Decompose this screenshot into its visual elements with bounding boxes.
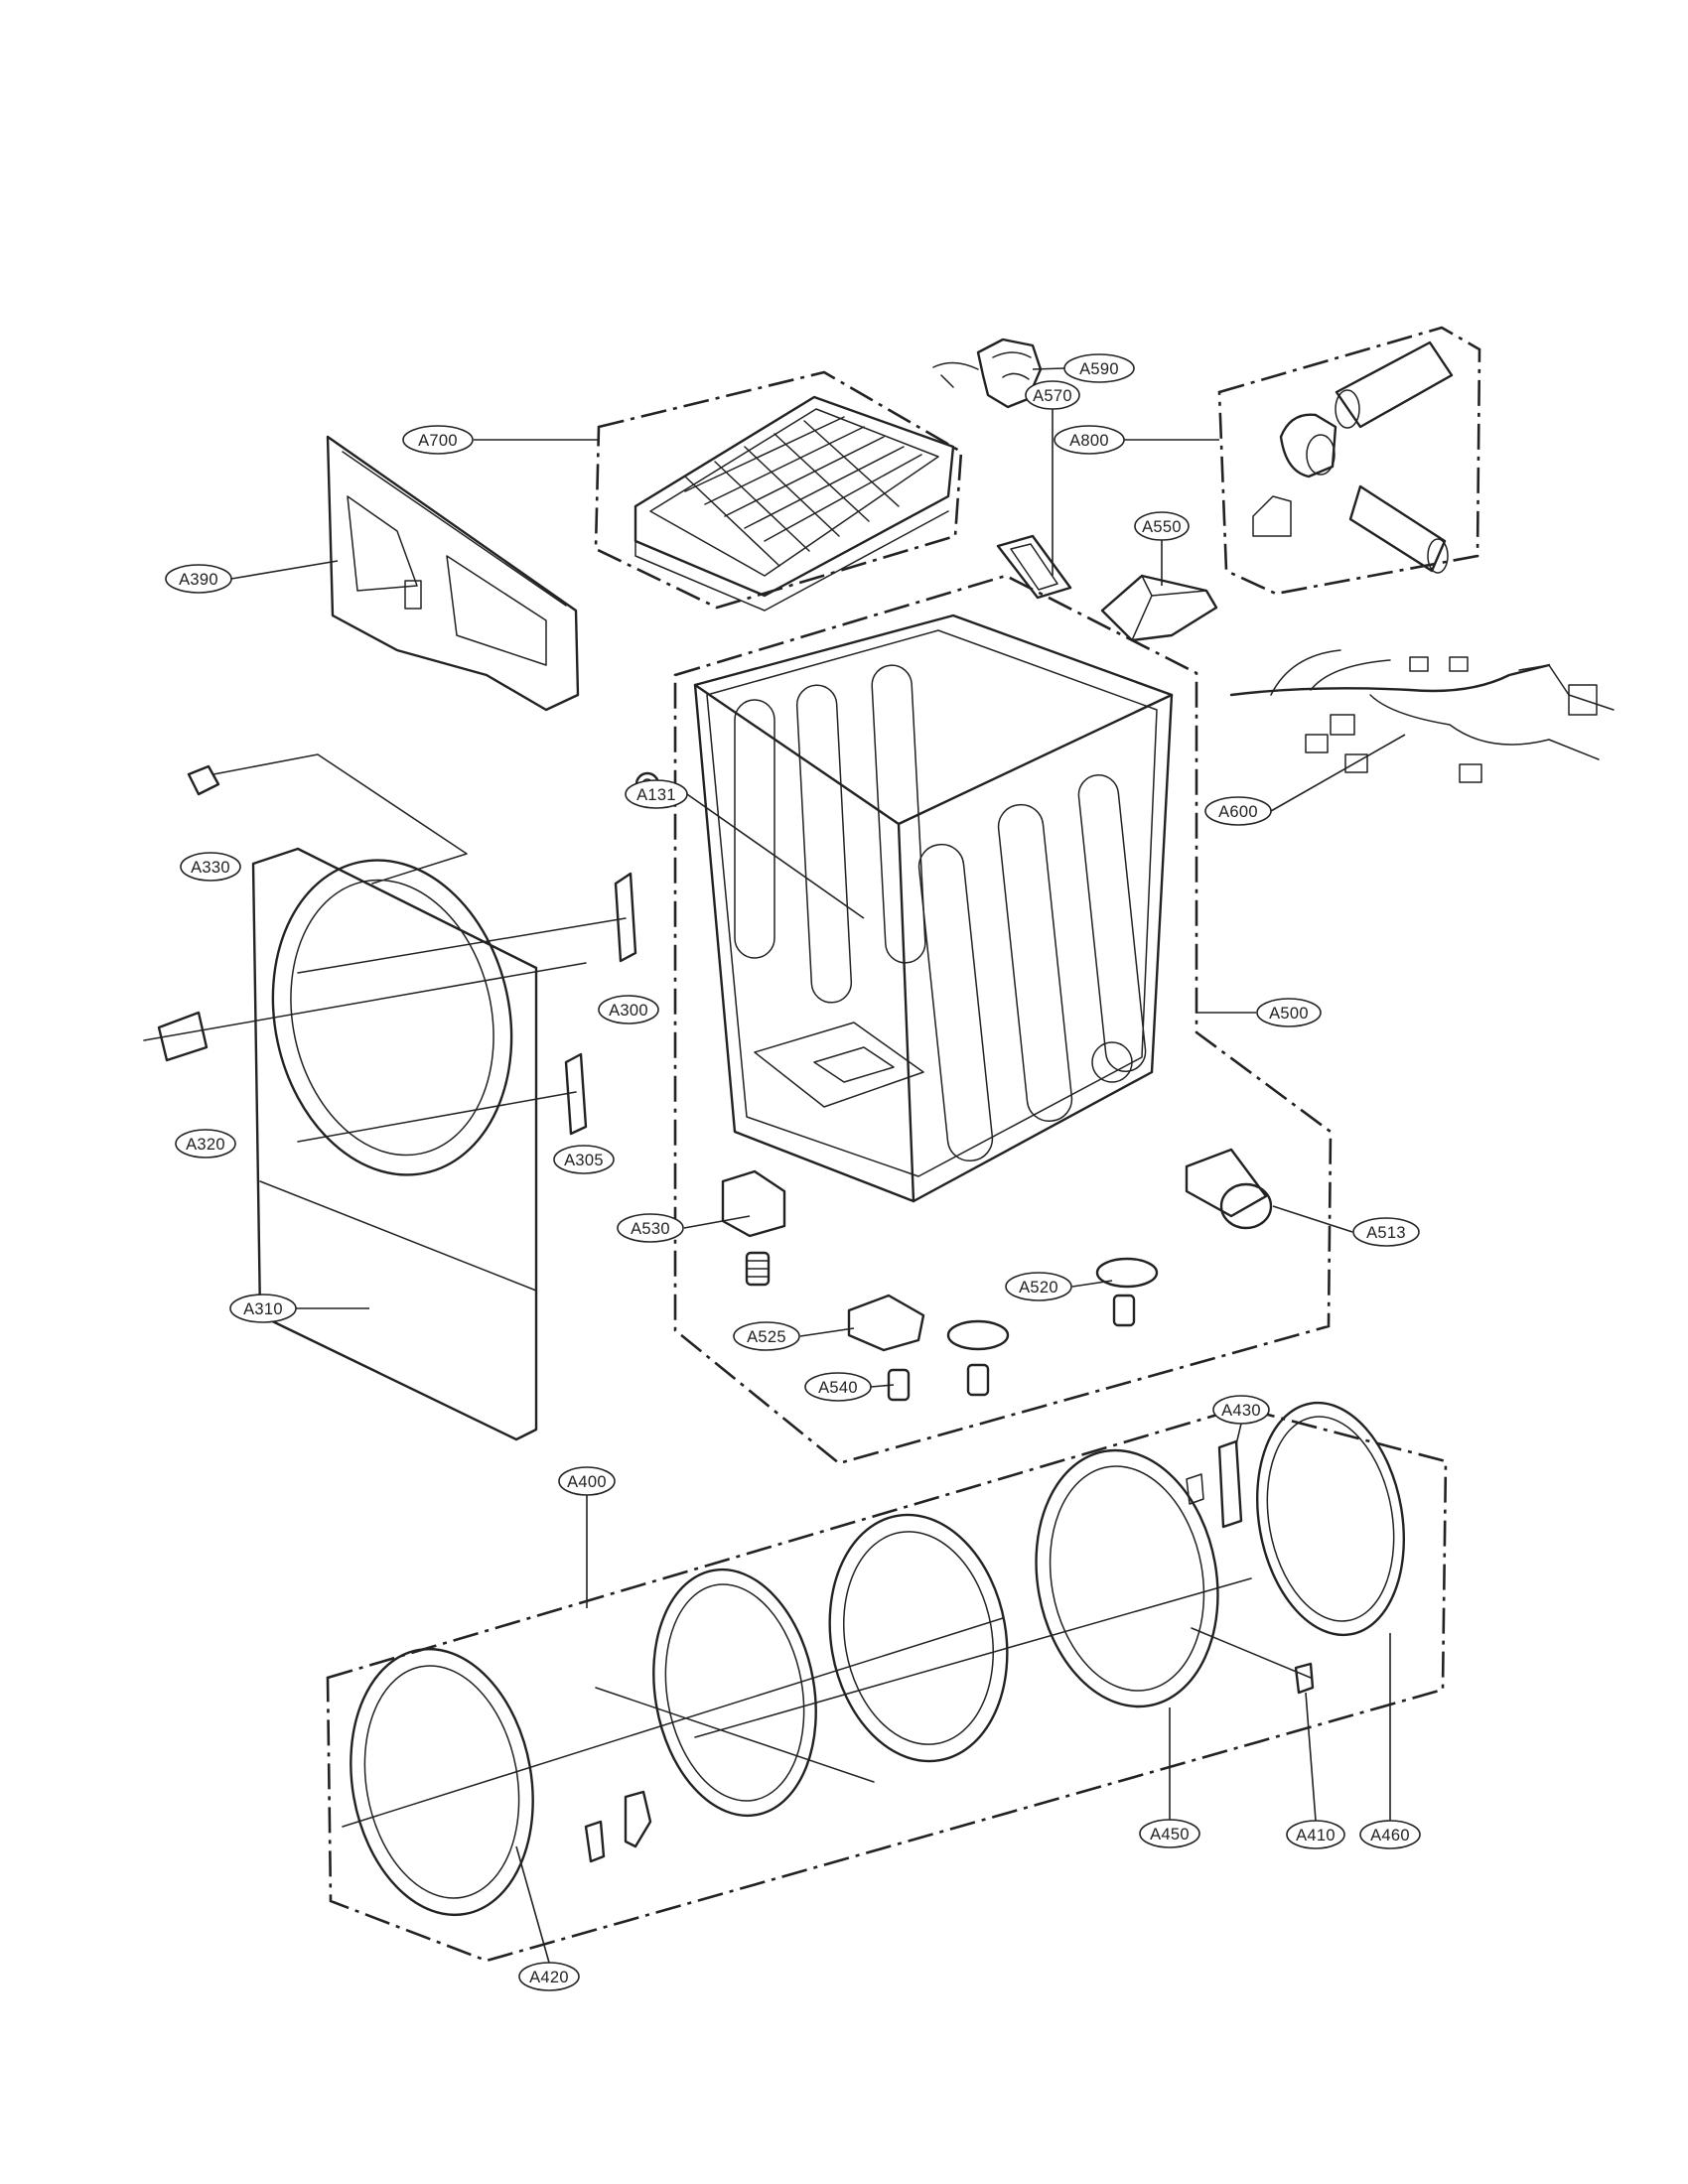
callout-A600[interactable]: A600 (1204, 796, 1272, 826)
switch-part (187, 764, 220, 796)
door-outer-frame-part (350, 1647, 534, 1917)
panel-alignment-lines (143, 753, 627, 1143)
door-glass-part (652, 1568, 817, 1818)
sensor-part (932, 338, 1043, 409)
center-bracket-part (847, 1294, 925, 1352)
duct-kit-part (1252, 341, 1454, 574)
callout-A500[interactable]: A500 (1256, 998, 1322, 1027)
callout-A540[interactable]: A540 (804, 1372, 872, 1402)
callout-A600-text: A600 (1218, 803, 1258, 821)
callout-A590[interactable]: A590 (1063, 353, 1135, 383)
duct-kit-group-boundary (1217, 326, 1481, 596)
callout-A410[interactable]: A410 (1286, 1820, 1345, 1849)
callout-A310[interactable]: A310 (229, 1294, 297, 1323)
callout-A131-text: A131 (636, 786, 676, 804)
callout-A525-text: A525 (747, 1328, 786, 1346)
callout-A305-text: A305 (564, 1152, 604, 1169)
callout-A520-text: A520 (1019, 1279, 1058, 1297)
callout-A400-text: A400 (567, 1473, 607, 1491)
callout-A550[interactable]: A550 (1134, 511, 1190, 541)
callout-A800[interactable]: A800 (1054, 425, 1125, 455)
callout-A320[interactable]: A320 (175, 1129, 236, 1159)
callout-A300-text: A300 (609, 1002, 648, 1020)
door-inner-ring-part (828, 1513, 1009, 1763)
leveling-foot-part-2 (887, 1294, 1136, 1402)
callout-A460[interactable]: A460 (1359, 1820, 1421, 1849)
front-panel-part (251, 847, 538, 1441)
callout-A520[interactable]: A520 (1005, 1272, 1072, 1301)
control-panel-bracket-part (326, 435, 580, 712)
cabinet-group-boundary (673, 574, 1333, 1465)
door-alignment-lines (342, 1577, 1312, 1828)
callout-A570-text: A570 (1033, 387, 1072, 405)
callout-A540-text: A540 (818, 1379, 858, 1397)
callout-A300[interactable]: A300 (598, 995, 659, 1024)
door-latch-part (1294, 1662, 1315, 1695)
callout-A530-text: A530 (631, 1220, 670, 1238)
callout-A700[interactable]: A700 (402, 425, 474, 455)
door-hinge-part (1186, 1439, 1243, 1529)
callout-A570[interactable]: A570 (1025, 380, 1080, 410)
callout-A310-text: A310 (243, 1300, 283, 1318)
front-bracket-part (721, 1169, 786, 1238)
callout-A530[interactable]: A530 (617, 1213, 684, 1243)
callout-A500-text: A500 (1269, 1005, 1309, 1023)
foot-plate-part (946, 1319, 1010, 1351)
lower-bracket-part (564, 1052, 588, 1136)
dryer-rack-group-boundary (594, 370, 963, 610)
callout-A513-text: A513 (1366, 1224, 1406, 1242)
rear-bracket-part (1095, 1257, 1159, 1289)
door-handle-part (584, 1790, 652, 1863)
callout-A700-text: A700 (418, 432, 458, 450)
callout-A330-text: A330 (191, 859, 230, 877)
callout-A460-text: A460 (1370, 1827, 1410, 1844)
leveling-foot-part (745, 1251, 771, 1287)
door-liner-part (1035, 1448, 1219, 1708)
duct-connector-part (1100, 574, 1218, 642)
callout-A305[interactable]: A305 (553, 1145, 615, 1174)
upper-bracket-part (614, 872, 637, 963)
callout-A800-text: A800 (1069, 432, 1109, 450)
dryer-rack-part (633, 395, 955, 612)
callout-A420[interactable]: A420 (518, 1962, 580, 1991)
callout-A420-text: A420 (529, 1969, 569, 1986)
callout-A430-text: A430 (1221, 1402, 1261, 1420)
left-hinge-bracket-part (157, 1011, 209, 1062)
door-gasket-part (1255, 1401, 1406, 1637)
leader-lines (230, 367, 1406, 1964)
callout-A513[interactable]: A513 (1352, 1217, 1420, 1247)
callout-A400[interactable]: A400 (558, 1466, 616, 1496)
callout-A450[interactable]: A450 (1139, 1819, 1200, 1848)
callout-A430[interactable]: A430 (1212, 1395, 1270, 1425)
callout-A330[interactable]: A330 (180, 852, 241, 882)
callout-A410-text: A410 (1296, 1827, 1336, 1844)
cabinet-part (693, 614, 1174, 1203)
callout-A320-text: A320 (186, 1136, 225, 1154)
callout-A590-text: A590 (1079, 360, 1119, 378)
wire-harness-part (1229, 649, 1615, 783)
callout-A450-text: A450 (1150, 1826, 1190, 1843)
callout-A525[interactable]: A525 (733, 1321, 800, 1351)
exhaust-duct-part (1185, 1148, 1273, 1230)
callout-A550-text: A550 (1142, 518, 1182, 536)
callout-A131[interactable]: A131 (625, 779, 688, 809)
callout-A390-text: A390 (179, 571, 218, 589)
callout-A390[interactable]: A390 (165, 564, 232, 594)
access-cover-part (996, 534, 1072, 600)
